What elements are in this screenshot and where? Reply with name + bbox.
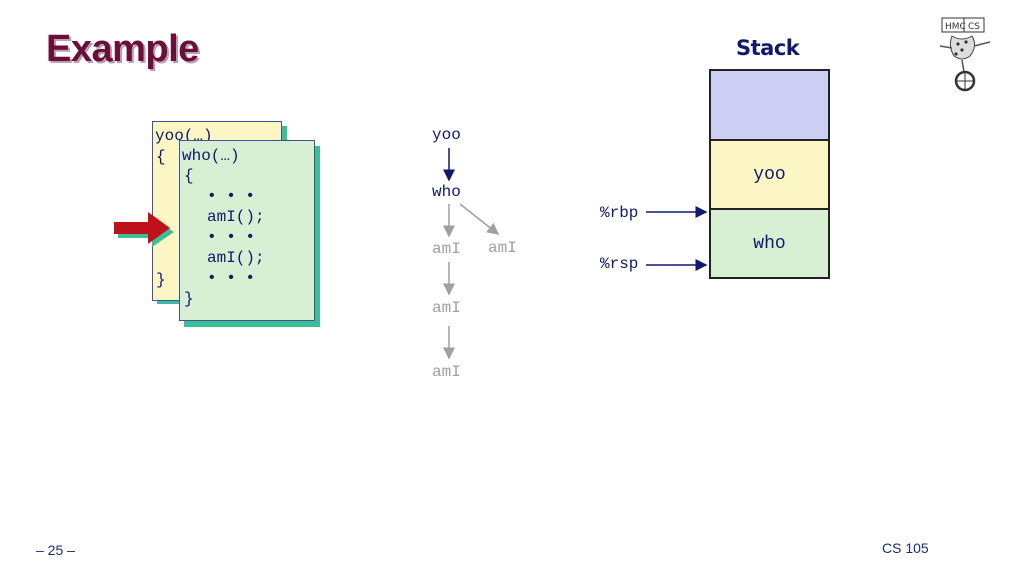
stack-frame-who: who (709, 208, 830, 279)
who-line: • • • (207, 228, 256, 246)
call-node-who: who (432, 183, 461, 201)
call-graph-edges (443, 148, 500, 360)
stack-header: Stack (736, 36, 800, 60)
yoo-open-brace: { (156, 148, 166, 166)
register-arrows (646, 206, 708, 271)
call-node-ami: amI (488, 239, 517, 257)
page-number: – 25 – (36, 542, 75, 558)
call-node-ami: amI (432, 299, 461, 317)
register-rsp: %rsp (600, 255, 639, 273)
stack-frame-label: who (753, 234, 786, 254)
call-node-yoo: yoo (432, 126, 461, 144)
slide-title: Example (46, 28, 199, 70)
who-open-brace: { (184, 167, 194, 185)
who-line: • • • (207, 187, 256, 205)
current-line-arrow-icon (114, 212, 174, 247)
stack-frame-top (709, 69, 830, 141)
svg-text:CS: CS (968, 22, 980, 32)
edge-who-ami (459, 203, 500, 235)
who-line: • • • (207, 269, 256, 287)
svg-text:HMC: HMC (945, 22, 966, 32)
hmc-cs-logo: HMC CS (939, 17, 991, 92)
who-close-brace: } (184, 290, 194, 308)
stack-frame-label: yoo (753, 165, 786, 185)
yoo-close-brace: } (156, 271, 166, 289)
register-rbp: %rbp (600, 204, 639, 222)
who-line: amI(); (207, 208, 265, 226)
who-header: who(…) (182, 147, 240, 165)
who-code-card: who(…) { • • • amI(); • • • amI(); • • •… (179, 140, 315, 321)
stack-frame-yoo: yoo (709, 139, 830, 210)
call-node-ami: amI (432, 240, 461, 258)
course-label: CS 105 (882, 540, 929, 556)
who-line: amI(); (207, 249, 265, 267)
call-node-ami: amI (432, 363, 461, 381)
